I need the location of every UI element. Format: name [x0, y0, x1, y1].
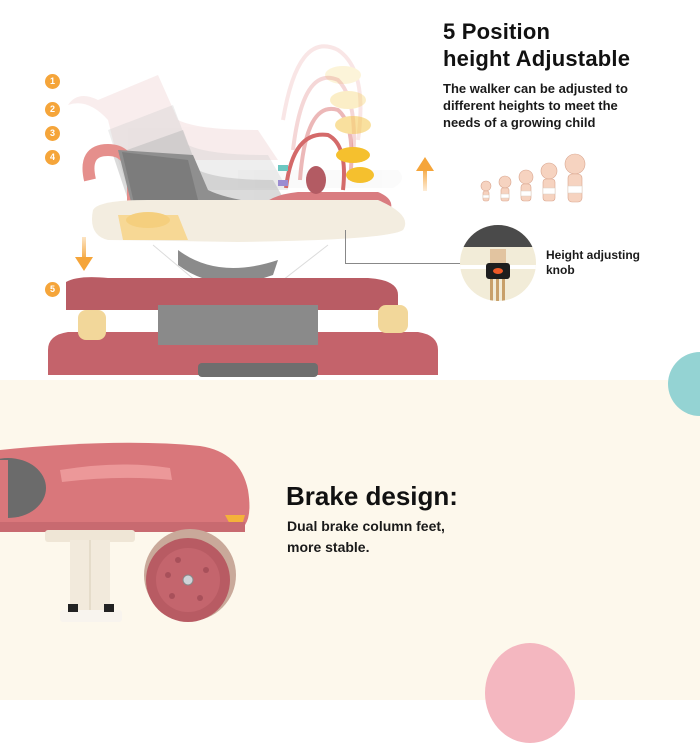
height-knob-closeup-image: [460, 225, 536, 301]
callout-line-vertical: [345, 230, 346, 264]
height-feature-section: 1 2 3 4 5 5 Position height Adjustable T…: [45, 18, 693, 377]
feature-description-line-1: The walker can be adjusted to: [443, 81, 628, 96]
brake-title: Brake design:: [286, 481, 458, 511]
position-badge-5: 5: [45, 282, 60, 297]
knob-label-line-1: Height adjusting: [546, 248, 640, 262]
growing-baby-illustration: [480, 153, 586, 203]
decorative-pink-circle: [485, 643, 575, 743]
position-badge-1: 1: [45, 74, 60, 89]
callout-line: [345, 263, 461, 264]
arrow-up-icon: [416, 157, 434, 191]
knob-label: Height adjusting knob: [546, 248, 640, 278]
brake-closeup-image: [0, 442, 250, 622]
feature-title-line-2: height Adjustable: [443, 46, 631, 71]
position-badge-3: 3: [45, 126, 60, 141]
feature-title-line-1: 5 Position: [443, 19, 551, 44]
brake-description-line-2: more stable.: [287, 539, 370, 555]
feature-description-line-2: different heights to meet the: [443, 98, 618, 113]
arrow-down-icon: [75, 237, 93, 271]
brake-description-line-1: Dual brake column feet,: [287, 518, 445, 534]
position-badge-2: 2: [45, 102, 60, 117]
knob-label-line-2: knob: [546, 263, 575, 277]
walker-product-image: [48, 44, 438, 377]
feature-description-line-3: needs of a growing child: [443, 115, 596, 130]
position-badge-4: 4: [45, 150, 60, 165]
brake-description: Dual brake column feet, more stable.: [287, 516, 445, 558]
feature-description: The walker can be adjusted to different …: [443, 80, 693, 131]
feature-title: 5 Position height Adjustable: [443, 18, 630, 72]
